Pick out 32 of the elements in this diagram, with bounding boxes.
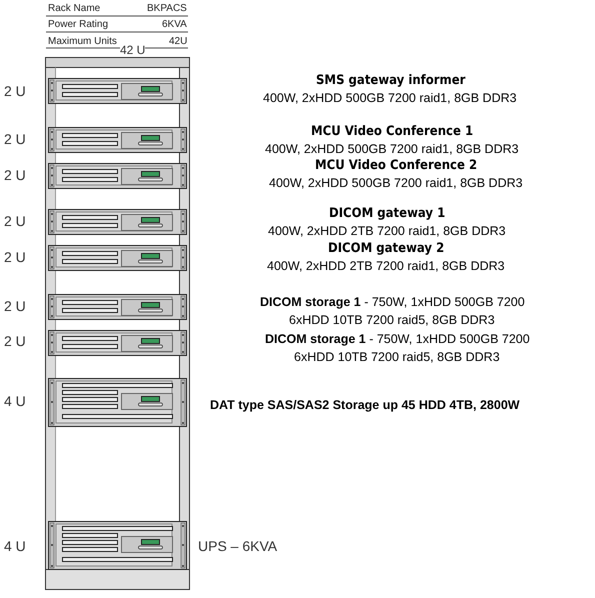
server-name: DICOM gateway 2 [328, 241, 444, 256]
unit-size-label: 2 U [4, 131, 26, 147]
ups-label: UPS – 6KVA [198, 538, 278, 554]
server-name: MCU Video Conference 2 [315, 158, 478, 173]
rack-capacity-label: 42 U [120, 44, 146, 57]
table-cell-text: BKPACS [147, 3, 187, 14]
unit-size-label: 2 U [4, 298, 26, 314]
table-cell-text: Rack Name [48, 3, 100, 14]
storage-description: DAT type SAS/SAS2 Storage up 45 HDD 4TB, 2800W [210, 398, 520, 412]
server-spec-text: 400W, 2xHDD 2TB 7200 raid1, 8GB DDR3 [268, 224, 506, 238]
server-spec-text: 400W, 2xHDD 500GB 7200 raid1, 8GB DDR3 [263, 91, 517, 105]
table-cell-text: 6KVA [162, 19, 187, 30]
unit-size-label: 4 U [4, 538, 26, 554]
table-cell-text: Power Rating [48, 19, 108, 30]
server-name: MCU Video Conference 1 [311, 124, 474, 139]
unit-size-label: 4 U [4, 393, 26, 409]
server-spec-text: 400W, 2xHDD 2TB 7200 raid1, 8GB DDR3 [267, 259, 505, 273]
unit-size-label: 2 U [4, 83, 26, 99]
unit-size-label: 2 U [4, 167, 26, 183]
server-spec-text: DICOM storage 1 - 750W, 1xHDD 500GB 7200 [260, 295, 525, 309]
table-cell-text: 42U [169, 36, 188, 47]
server-spec-text: 6xHDD 10TB 7200 raid5, 8GB DDR3 [289, 313, 495, 327]
server-name: SMS gateway informer [316, 73, 466, 88]
unit-size-label: 2 U [4, 333, 26, 349]
server-spec-text: 6xHDD 10TB 7200 raid5, 8GB DDR3 [294, 350, 500, 364]
server-spec-text: 400W, 2xHDD 500GB 7200 raid1, 8GB DDR3 [265, 142, 519, 156]
server-spec-text: DICOM storage 1 - 750W, 1xHDD 500GB 7200 [265, 332, 530, 346]
server-name: DICOM gateway 1 [329, 206, 446, 221]
unit-size-label: 2 U [4, 213, 26, 229]
server-spec-text: 400W, 2xHDD 500GB 7200 raid1, 8GB DDR3 [269, 176, 523, 190]
table-cell-text: Maximum Units [48, 36, 117, 47]
unit-size-label: 2 U [4, 249, 26, 265]
